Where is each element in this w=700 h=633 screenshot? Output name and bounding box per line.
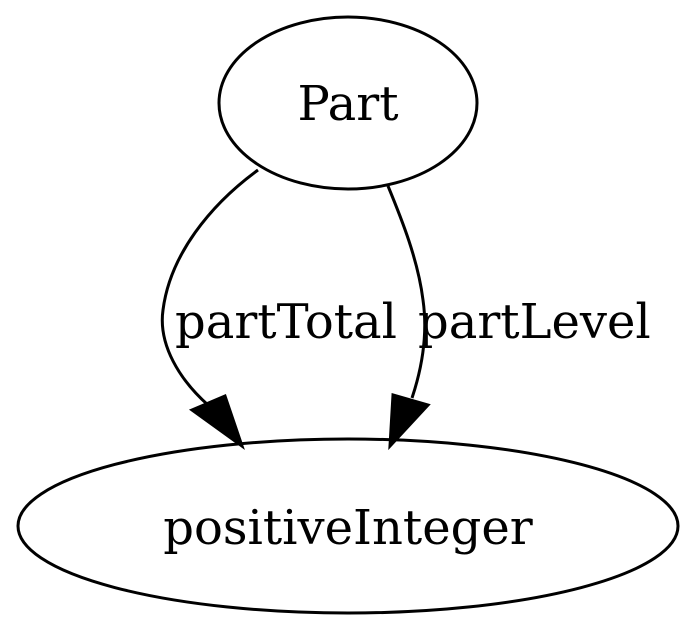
edge-part-level-line	[386, 185, 427, 399]
node-positive-integer-ellipse	[16, 437, 680, 615]
edge-part-total: partTotal	[160, 168, 397, 450]
edge-part-level-label: partLevel	[418, 294, 651, 350]
node-part-label: Part	[298, 76, 399, 132]
edge-part-level: partLevel	[386, 185, 651, 451]
edge-part-level-arrowhead	[388, 393, 431, 451]
edge-part-total-arrowhead	[188, 393, 245, 450]
node-positive-integer-label: positiveInteger	[163, 500, 532, 556]
edge-part-total-label: partTotal	[175, 294, 397, 350]
edge-part-total-line	[160, 168, 259, 407]
node-part: Part	[217, 15, 479, 191]
node-positive-integer: positiveInteger	[16, 437, 680, 615]
node-part-ellipse	[217, 15, 479, 191]
